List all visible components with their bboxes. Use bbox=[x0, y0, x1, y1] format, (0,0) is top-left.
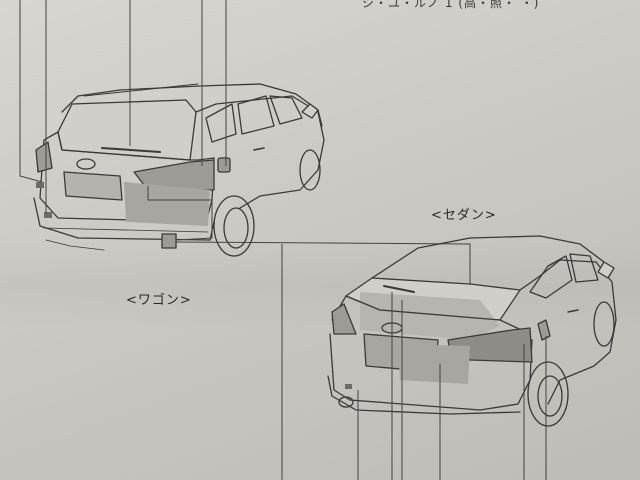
page-shadow bbox=[0, 240, 640, 330]
wagon-illustration bbox=[33, 83, 325, 257]
page-header-text: ジ・ユ・ルノ 1 (高・照・ ・) bbox=[362, 0, 540, 10]
sedan-label: <セダン> bbox=[431, 208, 497, 223]
sedan-leader-lines bbox=[357, 292, 547, 480]
sedan-illustration bbox=[327, 235, 617, 427]
wagon-label: <ワゴン> bbox=[126, 293, 192, 308]
